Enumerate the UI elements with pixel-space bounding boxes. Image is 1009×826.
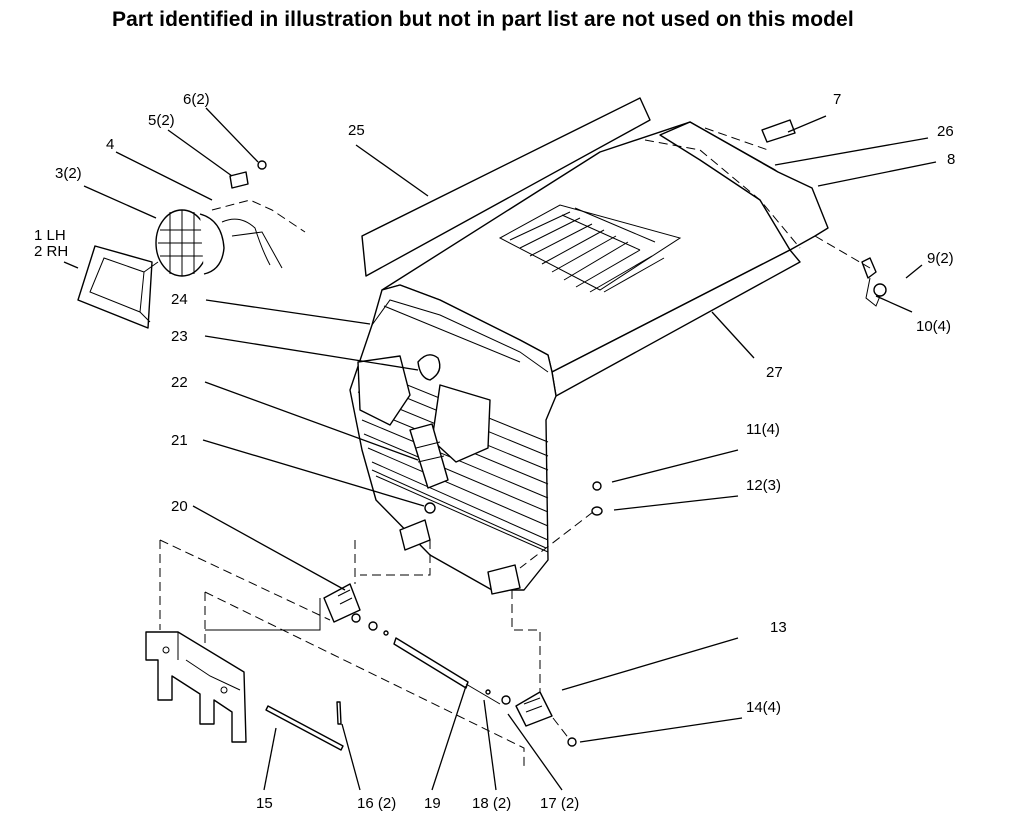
callout-6: 6(2) xyxy=(183,91,210,108)
callout-13: 13 xyxy=(770,619,787,636)
hood-assembly xyxy=(349,121,829,595)
part-13-hinge-bracket xyxy=(515,691,553,727)
part-18-clip-right xyxy=(485,689,491,695)
callout-7: 7 xyxy=(833,91,841,108)
leader-lines xyxy=(63,107,937,791)
callout-8: 8 xyxy=(947,151,955,168)
callout-3: 3(2) xyxy=(55,165,82,182)
part-15-rod xyxy=(265,705,344,751)
callout-14: 14(4) xyxy=(746,699,781,716)
part-14-bolt xyxy=(567,737,577,747)
part-4-wiring-harness xyxy=(211,199,306,269)
part-1-2-headlight-housing xyxy=(77,245,159,329)
part-10-latch xyxy=(861,257,887,307)
part-7-hood-handle xyxy=(761,119,796,143)
front-mount-bracket xyxy=(145,631,247,743)
part-5-clip xyxy=(229,171,249,189)
part-3-headlight xyxy=(155,209,225,277)
part-17-washer-left xyxy=(368,621,378,631)
part-19-hinge-pin xyxy=(393,637,501,705)
callout-27: 27 xyxy=(766,364,783,381)
callout-18: 18 (2) xyxy=(472,795,511,812)
part-18-clip-left xyxy=(383,630,389,636)
callout-12: 12(3) xyxy=(746,477,781,494)
callout-26: 26 xyxy=(937,123,954,140)
part-20-hinge-bracket xyxy=(323,583,361,623)
callout-4: 4 xyxy=(106,136,114,153)
callout-16: 16 (2) xyxy=(357,795,396,812)
part-6-screw xyxy=(257,160,267,170)
callout-10: 10(4) xyxy=(916,318,951,335)
callout-15: 15 xyxy=(256,795,273,812)
part-17-washer-right xyxy=(501,695,511,705)
callout-21: 21 xyxy=(171,432,188,449)
part-16-pin xyxy=(336,701,342,725)
callout-5: 5(2) xyxy=(148,112,175,129)
callout-25: 25 xyxy=(348,122,365,139)
callout-22: 22 xyxy=(171,374,188,391)
diagram-title: Part identified in illustration but not … xyxy=(112,8,854,31)
callout-2-rh: 2 RH xyxy=(34,243,68,260)
callout-9: 9(2) xyxy=(927,250,954,267)
part-12-washer xyxy=(591,506,603,516)
callout-17: 17 (2) xyxy=(540,795,579,812)
callout-23: 23 xyxy=(171,328,188,345)
callout-11: 11(4) xyxy=(746,421,780,438)
callout-20: 20 xyxy=(171,498,188,515)
hood-vent-louvers xyxy=(498,204,682,293)
part-25-decal-strip xyxy=(361,97,651,277)
callout-24: 24 xyxy=(171,291,188,308)
part-11-nut xyxy=(592,481,602,491)
callout-1-lh: 1 LH xyxy=(34,227,66,244)
callout-19: 19 xyxy=(424,795,441,812)
